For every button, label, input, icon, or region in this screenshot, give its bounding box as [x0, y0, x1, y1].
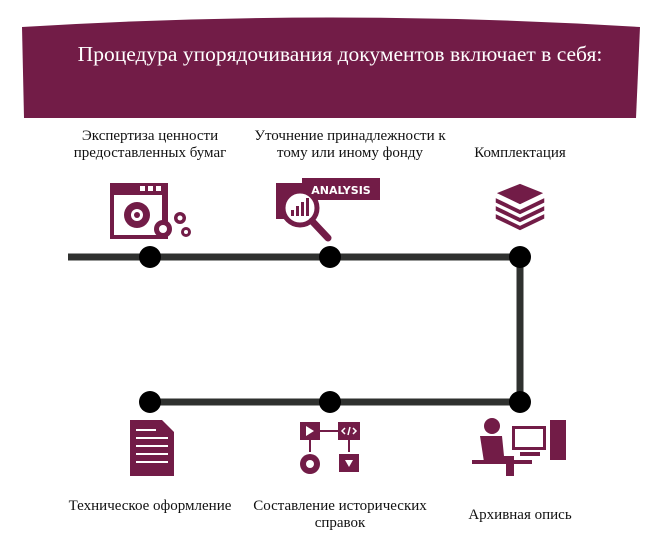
step-dot [139, 246, 161, 268]
step-label-completion: Комплектация [474, 145, 566, 161]
page-title: Процедура упорядочивания документов вклю… [77, 42, 603, 66]
step-dot [319, 246, 341, 268]
step-label-technical: Техническое оформление [68, 498, 232, 514]
gear-window-icon [110, 183, 191, 239]
workflow-icon [300, 422, 360, 474]
workstation-icon [472, 418, 566, 476]
step-label-references: Составление исторических справок [253, 498, 427, 531]
step-dot [139, 391, 161, 413]
stack-icon [493, 183, 547, 232]
analysis-icon: ANALYSIS [276, 178, 380, 242]
step-dot [319, 391, 341, 413]
step-label-expertise: Экспертиза ценности предоставленных бума… [73, 128, 227, 161]
step-label-inventory: Архивная опись [468, 507, 572, 523]
analysis-badge: ANALYSIS [311, 184, 371, 197]
step-dot [509, 246, 531, 268]
step-dot [509, 391, 531, 413]
step-label-fund: Уточнение принадлежности к тому или ином… [254, 128, 446, 161]
title-banner [22, 17, 640, 118]
document-icon [130, 420, 174, 476]
